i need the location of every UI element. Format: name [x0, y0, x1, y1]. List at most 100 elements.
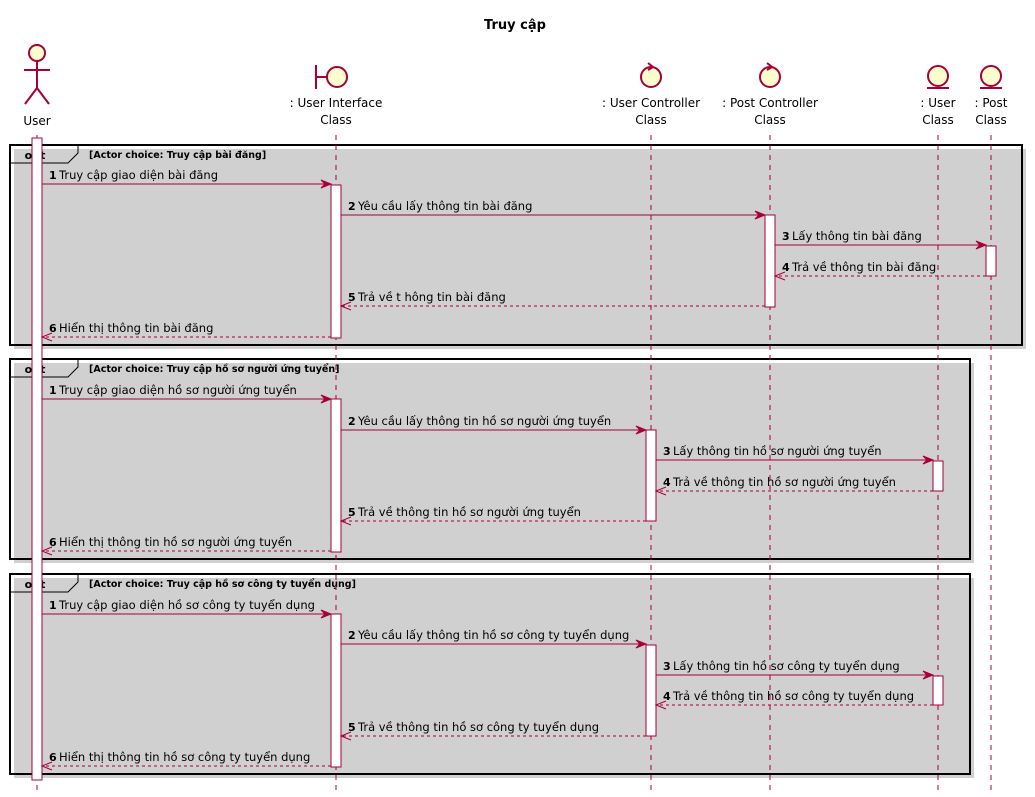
participant-label: : User Interface [290, 96, 383, 110]
activation-ui [330, 398, 342, 553]
fragment-layer: opt[Actor choice: Truy cập bài đăng]opt[… [9, 144, 1026, 778]
message-label: Trả về t hông tin bài đăng [357, 290, 506, 304]
participant-class-label: Class [922, 113, 954, 127]
participant-label: : User [920, 96, 955, 110]
message-label: Truy cập giao diện hồ sơ công ty tuyển d… [58, 598, 315, 612]
activation-pent [985, 245, 997, 277]
arrowhead-open [339, 731, 352, 741]
message-label: Trả về thông tin bài đăng [791, 260, 936, 274]
fragment-guard: [Actor choice: Truy cập hồ sơ công ty tu… [89, 578, 356, 590]
message-label: Yêu cầu lấy thông tin hồ sơ người ứng tu… [357, 414, 611, 428]
message-number: 2 [348, 200, 356, 213]
message-label: Hiển thị thông tin hồ sơ người ứng tuyển [59, 535, 292, 549]
opt-fragment: opt[Actor choice: Truy cập bài đăng] [9, 144, 1026, 349]
control-circle [759, 66, 781, 88]
participant-class-label: Class [635, 113, 667, 127]
message-number: 3 [782, 230, 790, 243]
fragment-guard: [Actor choice: Truy cập hồ sơ người ứng … [89, 363, 339, 375]
actor-left-leg [24, 87, 38, 105]
participant-label: : Post Controller [722, 96, 818, 110]
fragment-frame [9, 144, 1023, 346]
arrowhead-filled [754, 210, 767, 220]
message-number: 4 [782, 261, 790, 274]
message-label: Truy cập giao diện bài đăng [58, 168, 218, 182]
control-icon [640, 62, 662, 88]
actor-head [28, 44, 46, 62]
actor-icon [24, 44, 50, 105]
message-label: Lấy thông tin hồ sơ người ứng tuyển [673, 444, 882, 458]
message-label: Yêu cầu lấy thông tin hồ sơ công ty tuyể… [357, 628, 629, 642]
participant-user: User [23, 44, 51, 128]
participant-label: User [23, 114, 50, 128]
message-label: Trả về thông tin hồ sơ người ứng tuyển [672, 475, 896, 489]
actor-right-leg [36, 87, 50, 105]
arrowhead-open [40, 761, 53, 771]
boundary-icon [315, 65, 348, 89]
arrowhead-filled [635, 425, 648, 435]
control-arrow [766, 62, 774, 71]
arrowhead-open [339, 516, 352, 526]
message-label: Trả về thông tin hồ sơ công ty tuyển dụn… [672, 689, 914, 703]
message-label: Yêu cầu lấy thông tin bài đăng [357, 199, 532, 213]
message-label: Trả về thông tin hồ sơ công ty tuyển dụn… [357, 720, 599, 734]
opt-fragment: opt[Actor choice: Truy cập hồ sơ người ứ… [9, 358, 974, 563]
arrowhead-open [40, 546, 53, 556]
message-label: Hiển thị thông tin hồ sơ công ty tuyển d… [59, 750, 310, 764]
fragment-shadow [14, 149, 1026, 349]
activation-uent [932, 675, 944, 706]
activation-ui [330, 184, 342, 339]
arrowhead-filled [975, 240, 988, 250]
message-number: 5 [348, 721, 356, 734]
diagram-title: Truy cập [484, 18, 546, 33]
control-circle [640, 66, 662, 88]
message-number: 1 [49, 384, 57, 397]
fragment-frame [9, 358, 971, 560]
message-label: Trả về thông tin hồ sơ người ứng tuyển [357, 505, 581, 519]
arrowhead-open [339, 301, 352, 311]
arrowhead-filled [320, 394, 333, 404]
message-number: 4 [663, 690, 671, 703]
message-number: 3 [663, 445, 671, 458]
message-number: 2 [348, 415, 356, 428]
participant-class-label: Class [975, 113, 1007, 127]
activation-layer [31, 137, 997, 781]
arrowhead-filled [320, 609, 333, 619]
message-label: Lấy thông tin bài đăng [792, 229, 922, 243]
message-label: Hiển thị thông tin bài đăng [59, 321, 213, 335]
message-number: 2 [348, 629, 356, 642]
fragment-shadow [14, 578, 974, 778]
entity-icon [927, 65, 949, 89]
activation-pc [764, 214, 776, 308]
message-number: 5 [348, 291, 356, 304]
message-number: 6 [49, 322, 57, 335]
arrowhead-open [654, 486, 667, 496]
activation-uc [645, 429, 657, 522]
arrowhead-open [40, 332, 53, 342]
message-label: Truy cập giao diện hồ sơ người ứng tuyển [58, 383, 297, 397]
boundary-circle [326, 66, 348, 88]
control-arrow [647, 62, 655, 71]
arrowhead-filled [922, 670, 935, 680]
message-number: 6 [49, 751, 57, 764]
activation-uent [932, 460, 944, 492]
control-icon [759, 62, 781, 88]
message-number: 3 [663, 660, 671, 673]
message-number: 1 [49, 169, 57, 182]
